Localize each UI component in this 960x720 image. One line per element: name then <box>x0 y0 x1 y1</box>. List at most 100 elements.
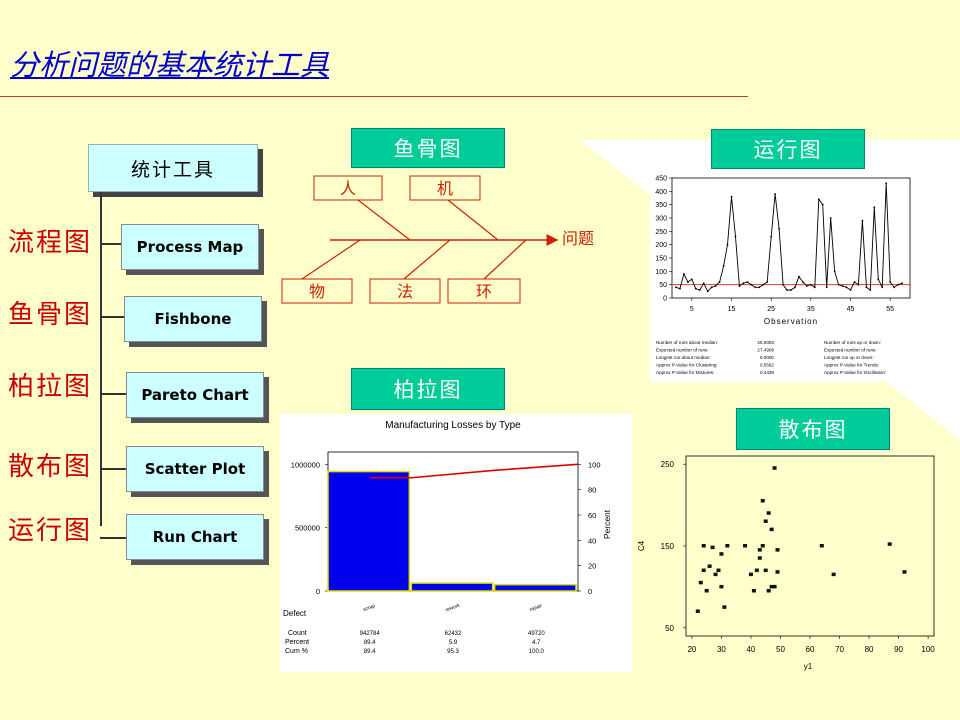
y-tick-label: 500000 <box>295 524 320 533</box>
scatter-point <box>766 589 771 593</box>
stat-left-label: Approx P-Value for Mixtures: <box>656 370 714 375</box>
y-tick-label: 300 <box>655 216 667 223</box>
table-cell: 4.7 <box>532 640 541 646</box>
x-tick-label: 90 <box>894 645 903 654</box>
run-point <box>893 286 896 289</box>
x-axis-label: Observation <box>764 317 818 326</box>
x-tick-label: 25 <box>767 306 775 313</box>
pareto-bar <box>410 582 494 592</box>
run-point <box>790 289 792 291</box>
fishbone-bone <box>403 239 451 280</box>
percent-row-label: Percent <box>285 639 309 646</box>
x-tick-label: 70 <box>835 645 844 654</box>
tree-branch <box>100 316 124 318</box>
scatter-point <box>831 572 836 577</box>
run-point <box>813 286 816 289</box>
tree-root-box: 统计工具 <box>88 144 258 192</box>
run-point <box>758 286 761 289</box>
cause-box-method <box>369 278 441 304</box>
run-point <box>706 290 709 293</box>
scatter-point <box>769 527 774 532</box>
fishbone-section-label: 鱼骨图 <box>351 128 505 168</box>
pareto-bar <box>493 583 577 592</box>
tree-item-label: Run Chart <box>152 528 238 546</box>
y-tick-label: 1000000 <box>291 460 320 469</box>
scatter-point <box>701 544 706 548</box>
plot-frame <box>671 177 911 299</box>
x-axis-label: y1 <box>804 662 813 671</box>
stat-left-label: Expected number of runs: <box>656 348 709 353</box>
scatter-point <box>748 572 753 577</box>
run-point <box>675 286 677 289</box>
run-point <box>794 286 796 289</box>
tree-item-cn-process-map: 流程图 <box>8 228 93 258</box>
run-point <box>805 285 808 287</box>
stat-left-label: Number of runs about median: <box>656 340 718 345</box>
run-point <box>809 283 812 286</box>
scatter-point <box>763 519 768 523</box>
run-point <box>722 265 725 267</box>
run-point <box>710 286 713 289</box>
run-point <box>766 281 769 283</box>
category-label: repair <box>529 603 543 613</box>
table-cell: 95.3 <box>447 649 459 655</box>
scatter-point <box>716 568 721 573</box>
run-point <box>802 281 804 283</box>
stat-right-label: Number of runs up or down: <box>824 340 881 345</box>
fishbone-bone <box>301 239 361 280</box>
tree-item-cn-scatter: 散布图 <box>8 452 93 482</box>
run-point <box>683 273 685 275</box>
y2-tick-label: 80 <box>588 486 596 495</box>
table-cell: 942784 <box>360 631 381 637</box>
y-tick-label: 200 <box>655 242 667 249</box>
scatter-point <box>757 548 762 552</box>
stat-right-label: Expected number of runs: <box>824 348 877 353</box>
y-tick-label: 150 <box>661 542 675 551</box>
y-tick-label: 250 <box>655 229 667 236</box>
x-tick-label: 15 <box>728 306 736 313</box>
tree-item-cn-pareto: 柏拉图 <box>8 372 93 402</box>
fishbone-bone <box>483 239 527 280</box>
tree-item-fishbone: Fishbone <box>124 296 262 342</box>
run-point <box>897 283 899 286</box>
y-tick-label: 0 <box>663 296 667 303</box>
y2-tick-label: 20 <box>588 562 596 571</box>
run-point <box>742 282 745 285</box>
pareto-title: Manufacturing Losses by Type <box>385 420 521 431</box>
scatter-point <box>719 584 724 589</box>
run-series-line <box>675 183 903 293</box>
run-point <box>734 235 737 238</box>
run-point <box>714 285 717 287</box>
cause-environment: 环 <box>476 284 492 301</box>
x-tick-label: 5 <box>690 306 694 313</box>
stat-right-label: Longest run up or down: <box>824 355 874 360</box>
run-point <box>726 243 729 246</box>
scatter-point <box>751 589 756 593</box>
cause-box-machine <box>409 175 481 201</box>
stat-left-value: 0.5562 <box>760 363 774 368</box>
tree-branch <box>100 468 126 470</box>
scatter-point <box>713 572 718 577</box>
run-point <box>873 206 876 209</box>
x-tick-label: 20 <box>687 645 696 654</box>
x-tick-label: 40 <box>746 645 755 654</box>
tree-item-label: Scatter Plot <box>144 460 246 478</box>
run-point <box>762 283 765 286</box>
scatter-point <box>887 542 892 546</box>
y-tick-label: 350 <box>655 202 667 209</box>
run-point <box>861 219 864 222</box>
pareto-section-label: 柏拉图 <box>351 368 505 410</box>
y2-tick-label: 60 <box>588 511 596 520</box>
scatter-point <box>766 511 771 515</box>
stat-left-value: 0.4438 <box>760 370 774 375</box>
run-point <box>698 289 701 291</box>
scatter-point <box>772 584 777 589</box>
y-tick-label: 50 <box>665 624 674 633</box>
tree-branch <box>100 537 126 539</box>
table-cell: 89.4 <box>364 640 376 646</box>
run-point <box>774 193 777 195</box>
run-point <box>837 283 840 286</box>
run-point <box>679 287 681 290</box>
